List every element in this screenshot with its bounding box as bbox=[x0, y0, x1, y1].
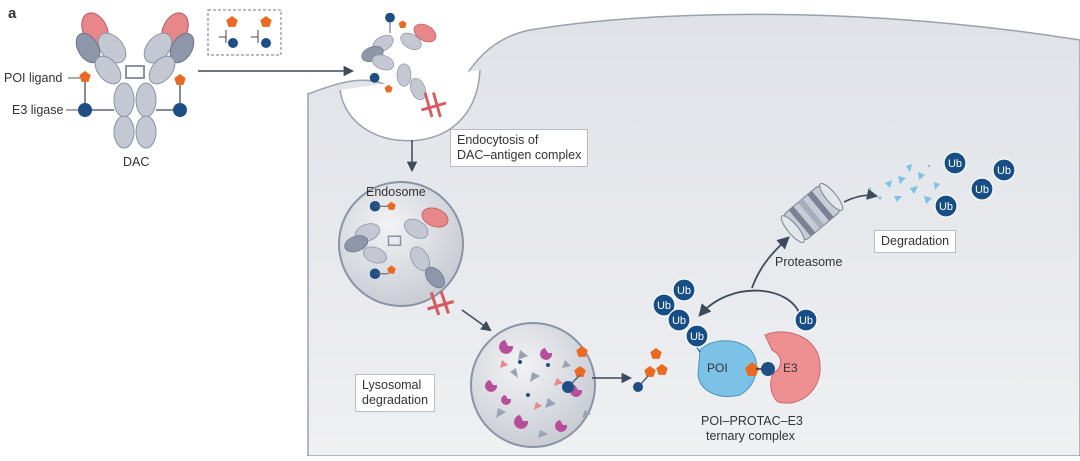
proteasome-icon bbox=[780, 183, 844, 243]
endocytic-pit bbox=[339, 69, 481, 142]
ub-label: Ub bbox=[997, 165, 1011, 177]
lysosomal-line-1: Lysosomal bbox=[362, 378, 422, 392]
panel-label: a bbox=[8, 5, 17, 22]
proteasome-label: Proteasome bbox=[775, 255, 842, 269]
endosome-label: Endosome bbox=[366, 185, 426, 199]
lysosomal-line-2: degradation bbox=[362, 393, 429, 407]
ub-label: Ub bbox=[799, 315, 813, 327]
ternary-label-1: POI–PROTAC–E3 bbox=[701, 414, 803, 428]
endosome bbox=[338, 181, 464, 316]
poi-label: POI bbox=[707, 361, 728, 375]
linker-inset-box bbox=[207, 9, 282, 56]
ub-label: Ub bbox=[939, 201, 953, 213]
poi-ligand-label: POI ligand bbox=[4, 71, 62, 85]
ternary-complex bbox=[697, 331, 821, 404]
ternary-label-2: ternary complex bbox=[706, 429, 796, 443]
dac-antibody bbox=[75, 12, 195, 149]
endocytosis-line-2: DAC–antigen complex bbox=[457, 148, 582, 162]
bound-dac bbox=[361, 12, 447, 118]
dac-label: DAC bbox=[123, 155, 149, 169]
ub-label: Ub bbox=[657, 300, 671, 312]
to-proteasome-arrow bbox=[751, 236, 790, 289]
free-protacs bbox=[633, 348, 668, 392]
endocytosis-callout: Endocytosis of DAC–antigen complex bbox=[450, 129, 589, 167]
ub-label: Ub bbox=[975, 184, 989, 196]
ub-label: Ub bbox=[690, 331, 704, 343]
to-lysosome-arrow bbox=[461, 309, 492, 332]
lysosome bbox=[470, 322, 596, 448]
e3-label: E3 bbox=[783, 361, 798, 375]
ub-transfer-arrow bbox=[698, 289, 801, 317]
e3-ligase-label: E3 ligase bbox=[12, 103, 63, 117]
endocytosis-line-1: Endocytosis of bbox=[457, 133, 539, 147]
linker-inset bbox=[219, 16, 272, 48]
free-ub bbox=[934, 151, 1016, 218]
to-fragments-arrow bbox=[843, 188, 879, 203]
degradation-label: Degradation bbox=[881, 234, 950, 248]
lysosomal-callout: Lysosomal degradation bbox=[355, 374, 436, 412]
ub-label: Ub bbox=[948, 158, 962, 170]
ub-label: Ub bbox=[672, 315, 686, 327]
peptide-fragments bbox=[868, 164, 940, 204]
ub-stack bbox=[652, 278, 818, 348]
degradation-callout: Degradation bbox=[874, 230, 957, 253]
ub-label: Ub bbox=[677, 285, 691, 297]
